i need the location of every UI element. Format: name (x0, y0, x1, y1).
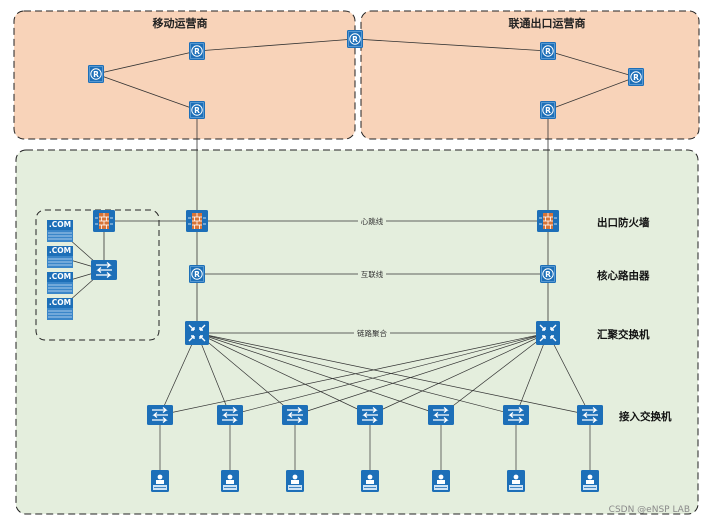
access-layer-label: 接入交换机 (619, 410, 672, 423)
server-label: .COM (49, 246, 71, 255)
link-aggregation-label: 链路聚合 (357, 328, 387, 338)
server-label: .COM (49, 272, 71, 281)
link-agg-access (196, 332, 296, 416)
access-switch-icon (281, 404, 309, 426)
unicom-isp-title: 联通出口运营商 (509, 16, 586, 30)
link-agg-access (294, 332, 549, 416)
server-label: .COM (49, 220, 71, 229)
aggregation-switch-icon (535, 320, 561, 346)
server: .COM (46, 271, 74, 295)
link-unicom-r1-r2 (547, 50, 637, 78)
aggregation-to-access-links (159, 332, 591, 416)
router-icon (87, 64, 105, 84)
router-icon (188, 100, 206, 120)
link-agg-access (515, 332, 549, 416)
client-terminal-icon (150, 469, 170, 493)
server: .COM (46, 297, 74, 321)
router-icon (346, 29, 364, 49)
client-terminal-icon (431, 469, 451, 493)
link-mobile-r1-r2 (95, 50, 198, 75)
unicom-isp-zone (360, 10, 700, 140)
mobile-isp-title: 移动运营商 (153, 16, 208, 30)
link-agg-access (159, 332, 198, 416)
link-agg-access (440, 332, 549, 416)
router-icon (627, 67, 645, 87)
client-terminal-icon (360, 469, 380, 493)
access-switch-icon (216, 404, 244, 426)
client-terminal-icon (580, 469, 600, 493)
access-switch-icon (427, 404, 455, 426)
aggregation-switch-icon (184, 320, 210, 346)
link-agg-access (196, 332, 231, 416)
interconnect-label: 互联线 (361, 269, 384, 279)
link-agg-access (547, 332, 591, 416)
server-label: .COM (49, 298, 71, 307)
server: .COM (46, 219, 74, 243)
firewall-icon (92, 209, 116, 233)
firewall-icon (185, 209, 209, 233)
heartbeat-label: 心跳线 (361, 216, 384, 226)
link-unicom-r2-r3 (547, 76, 637, 111)
client-terminal-icon (506, 469, 526, 493)
link-agg-access (196, 332, 591, 416)
link-mobile-r2-border (196, 38, 356, 52)
access-switch-icon (146, 404, 174, 426)
link-agg-access (229, 332, 549, 416)
core-layer-label: 核心路由器 (597, 269, 650, 282)
access-switch-icon (502, 404, 530, 426)
access-switch-icon (576, 404, 604, 426)
router-icon (188, 264, 206, 284)
mobile-isp-zone (13, 10, 356, 140)
firewall-icon (536, 209, 560, 233)
router-icon (539, 100, 557, 120)
access-switch-icon (356, 404, 384, 426)
link-border-unicom-r1 (354, 38, 549, 52)
router-icon (539, 264, 557, 284)
link-agg-access (196, 332, 442, 416)
watermark: CSDN @eNSP LAB (609, 505, 690, 515)
firewall-layer-label: 出口防火墙 (597, 216, 650, 229)
router-icon (188, 41, 206, 61)
link-mobile-r1-r3 (95, 73, 198, 111)
server: .COM (46, 245, 74, 269)
link-agg-access (196, 332, 371, 416)
client-terminal-icon (220, 469, 240, 493)
router-icon (539, 41, 557, 61)
client-terminal-icon (285, 469, 305, 493)
aggregation-layer-label: 汇聚交换机 (597, 328, 650, 341)
switch-icon (90, 259, 118, 281)
link-agg-access (196, 332, 517, 416)
